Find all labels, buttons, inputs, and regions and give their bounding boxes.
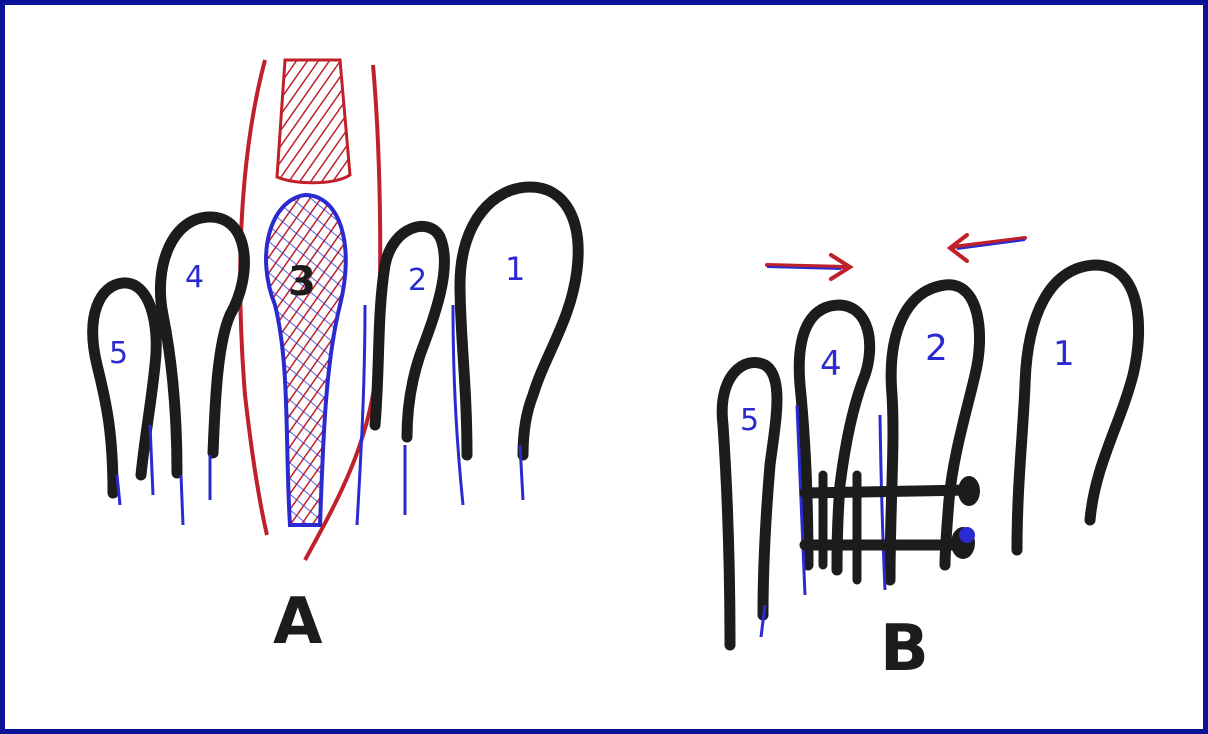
finger-3-tip xyxy=(277,60,350,183)
finger-a-label-3: 3 xyxy=(288,259,316,305)
finger-b2-blue xyxy=(880,415,885,590)
figure-a: 5 4 3 2 1 A xyxy=(93,60,578,659)
finger-3-hatch-blue xyxy=(266,195,346,525)
finger-b-label-2: 2 xyxy=(925,328,948,369)
figure-b-label: B xyxy=(880,612,929,686)
finger-a-label-4: 4 xyxy=(185,260,204,295)
k-wire-upper xyxy=(805,490,970,493)
k-wire-blue-mark xyxy=(959,527,975,543)
finger-1-outline xyxy=(460,187,578,455)
sketch-svg: 5 4 3 2 1 A 5 4 2 1 xyxy=(5,5,1203,729)
finger-b-label-5: 5 xyxy=(740,403,759,438)
drawing-canvas: 5 4 3 2 1 A 5 4 2 1 xyxy=(5,5,1203,729)
finger-4-outline xyxy=(160,217,244,473)
finger-b1-outline xyxy=(1017,265,1139,550)
finger-2-outline xyxy=(375,226,444,437)
finger-b-label-1: 1 xyxy=(1053,334,1075,374)
finger-5-outline xyxy=(93,283,156,493)
finger-a-label-2: 2 xyxy=(408,263,427,298)
finger-a-label-5: 5 xyxy=(109,336,128,371)
red-sheath-left xyxy=(240,60,267,535)
figure-b: 5 4 2 1 B xyxy=(722,235,1138,686)
finger-4-blue xyxy=(181,455,210,525)
figure-a-label: A xyxy=(273,585,323,659)
finger-b-label-4: 4 xyxy=(820,344,842,384)
k-wire-upper-head xyxy=(958,476,980,506)
finger-a-label-1: 1 xyxy=(505,250,525,288)
